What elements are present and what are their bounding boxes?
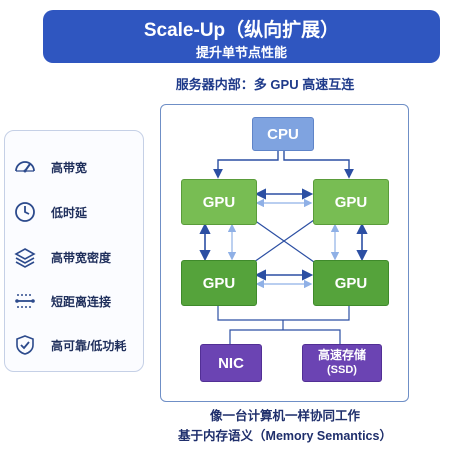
storage-type-label: (SSD)	[327, 364, 357, 376]
clock-icon	[15, 202, 35, 222]
link-cpu-gpu-right	[283, 149, 354, 179]
feature-label: 高带宽	[51, 160, 88, 175]
title-banner: Scale-Up（纵向扩展） 提升单节点性能	[43, 10, 440, 63]
link-gpu-diagonal-2	[253, 219, 315, 263]
layers-icon	[14, 248, 36, 268]
storage-node: 高速存储 (SSD)	[302, 344, 382, 382]
section-heading: 服务器内部：多 GPU 高速互连	[175, 77, 355, 92]
short-link-icon	[15, 294, 35, 308]
feature-label: 高可靠/低功耗	[51, 338, 127, 353]
link-cpu-gpu-left	[213, 149, 279, 179]
feature-item-short-link: 短距离连接	[13, 286, 111, 316]
feature-label: 低时延	[51, 205, 88, 220]
feature-sidebar: 高带宽 低时延 高带宽密度 短距离连接 高可靠/低功耗	[4, 130, 144, 372]
feature-item-latency: 低时延	[13, 197, 87, 227]
feature-item-bandwidth: 高带宽	[13, 152, 87, 182]
gpu-node-bottom-left: GPU	[181, 260, 257, 306]
bus-lower	[229, 329, 341, 344]
gpu-node-top-right: GPU	[313, 179, 389, 225]
shield-check-icon	[16, 335, 34, 355]
cpu-node: CPU	[252, 117, 314, 151]
feature-label: 高带宽密度	[51, 250, 112, 265]
gauge-icon	[15, 161, 35, 173]
gpu-node-bottom-right: GPU	[313, 260, 389, 306]
feature-item-density: 高带宽密度	[13, 242, 111, 272]
banner-title: Scale-Up（纵向扩展）	[143, 20, 340, 41]
footer-line-1: 像一台计算机一样协同工作	[209, 409, 360, 423]
nic-node: NIC	[200, 344, 262, 382]
gpu-node-top-left: GPU	[181, 179, 257, 225]
banner-subtitle: 提升单节点性能	[195, 45, 287, 60]
bus-upper	[217, 306, 350, 321]
feature-label: 短距离连接	[51, 294, 112, 309]
footer-line-2: 基于内存语义（Memory Semantics）	[178, 429, 392, 443]
feature-item-reliability: 高可靠/低功耗	[13, 330, 126, 360]
storage-label: 高速存储	[317, 348, 366, 362]
